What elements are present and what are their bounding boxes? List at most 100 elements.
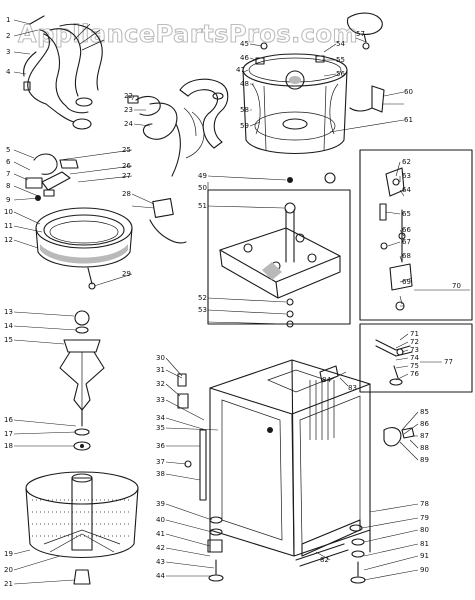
callout-68: 68	[402, 252, 411, 260]
callout-41: 41	[156, 530, 165, 538]
callout-18: 18	[4, 442, 13, 450]
callout-36: 36	[156, 442, 165, 450]
callout-35: 35	[156, 424, 165, 432]
callout-57: 57	[356, 30, 365, 38]
inset-brake-parts	[359, 323, 473, 393]
tub-ring	[35, 207, 133, 290]
cord-set	[127, 95, 181, 177]
callout-9: 9	[6, 196, 10, 204]
callout-49: 49	[198, 172, 207, 180]
callout-63: 63	[402, 172, 411, 180]
fill-hose	[346, 12, 385, 113]
callout-77: 77	[444, 358, 453, 366]
callout-50: 50	[198, 184, 207, 192]
callout-56: 56	[336, 70, 345, 78]
callout-11: 11	[4, 222, 13, 230]
wire-harness	[23, 15, 105, 130]
callout-72: 72	[410, 338, 419, 346]
callout-30: 30	[156, 354, 165, 362]
callout-80: 80	[420, 526, 429, 534]
callout-27: 27	[122, 172, 131, 180]
callout-90: 90	[420, 566, 429, 574]
callout-28: 28	[122, 190, 131, 198]
callout-88: 88	[420, 444, 429, 452]
callout-22: 22	[124, 92, 133, 100]
callout-83: 83	[348, 384, 357, 392]
callout-76: 76	[410, 370, 419, 378]
agitator	[59, 310, 105, 451]
callout-82: 82	[320, 556, 329, 564]
callout-62: 62	[402, 158, 411, 166]
callout-91: 91	[420, 552, 429, 560]
callout-10: 10	[4, 208, 13, 216]
callout-3: 3	[6, 48, 10, 56]
callout-45: 45	[240, 40, 249, 48]
callout-79: 79	[420, 514, 429, 522]
callout-12: 12	[4, 236, 13, 244]
callout-19: 19	[4, 550, 13, 558]
callout-87: 87	[420, 432, 429, 440]
callout-29: 29	[122, 270, 131, 278]
callout-75: 75	[410, 362, 419, 370]
drain-hose	[179, 78, 229, 159]
callout-4: 4	[6, 68, 11, 76]
callout-39: 39	[156, 500, 165, 508]
callout-40: 40	[156, 516, 165, 524]
callout-37: 37	[156, 458, 165, 466]
callout-44: 44	[156, 572, 165, 580]
callout-13: 13	[4, 308, 13, 316]
switch-bracket	[149, 198, 187, 244]
callout-69: 69	[402, 278, 411, 286]
callout-labels: 1 2 3 4 5 6 7 8 9 10 11 12 13 14 15 16 1…	[4, 16, 461, 588]
callout-53: 53	[198, 306, 207, 314]
callout-31: 31	[156, 366, 165, 374]
inset-suspension-parts	[359, 149, 473, 321]
callout-73: 73	[410, 346, 419, 354]
callout-38: 38	[156, 470, 165, 478]
callout-89: 89	[420, 456, 429, 464]
callout-6: 6	[6, 158, 11, 166]
leveling-legs	[207, 516, 366, 584]
callout-78: 78	[420, 500, 429, 508]
callout-47: 47	[236, 66, 245, 74]
callout-32: 32	[156, 380, 165, 388]
callout-5: 5	[6, 146, 10, 154]
callout-55: 55	[336, 56, 345, 64]
callout-33: 33	[156, 396, 165, 404]
callout-81: 81	[420, 540, 429, 548]
callout-54: 54	[336, 40, 345, 48]
callout-51: 51	[198, 202, 207, 210]
wash-basket	[25, 471, 139, 585]
callout-74: 74	[410, 354, 419, 362]
outer-tub	[242, 42, 348, 154]
callout-14: 14	[4, 322, 13, 330]
callout-8: 8	[6, 182, 10, 190]
callout-58: 58	[240, 106, 249, 114]
callout-46: 46	[240, 54, 249, 62]
callout-65: 65	[402, 210, 411, 218]
callout-66: 66	[402, 226, 411, 234]
callout-67: 67	[402, 238, 411, 246]
callout-42: 42	[156, 544, 165, 552]
leader-lines	[13, 19, 470, 585]
callout-60: 60	[404, 88, 413, 96]
callout-86: 86	[420, 420, 429, 428]
callout-17: 17	[4, 430, 13, 438]
callout-20: 20	[4, 566, 13, 574]
callout-34: 34	[156, 414, 165, 422]
callout-25: 25	[122, 146, 131, 154]
callout-21: 21	[4, 580, 13, 588]
callout-1: 1	[6, 16, 10, 24]
callout-26: 26	[122, 162, 131, 170]
mounting-plate	[207, 172, 351, 328]
callout-59: 59	[240, 122, 249, 130]
callout-23: 23	[124, 106, 133, 114]
callout-16: 16	[4, 416, 13, 424]
callout-84: 84	[322, 376, 331, 384]
callout-2: 2	[6, 32, 10, 40]
callout-48: 48	[240, 80, 249, 88]
callout-64: 64	[402, 186, 411, 194]
cabinet	[177, 359, 415, 567]
